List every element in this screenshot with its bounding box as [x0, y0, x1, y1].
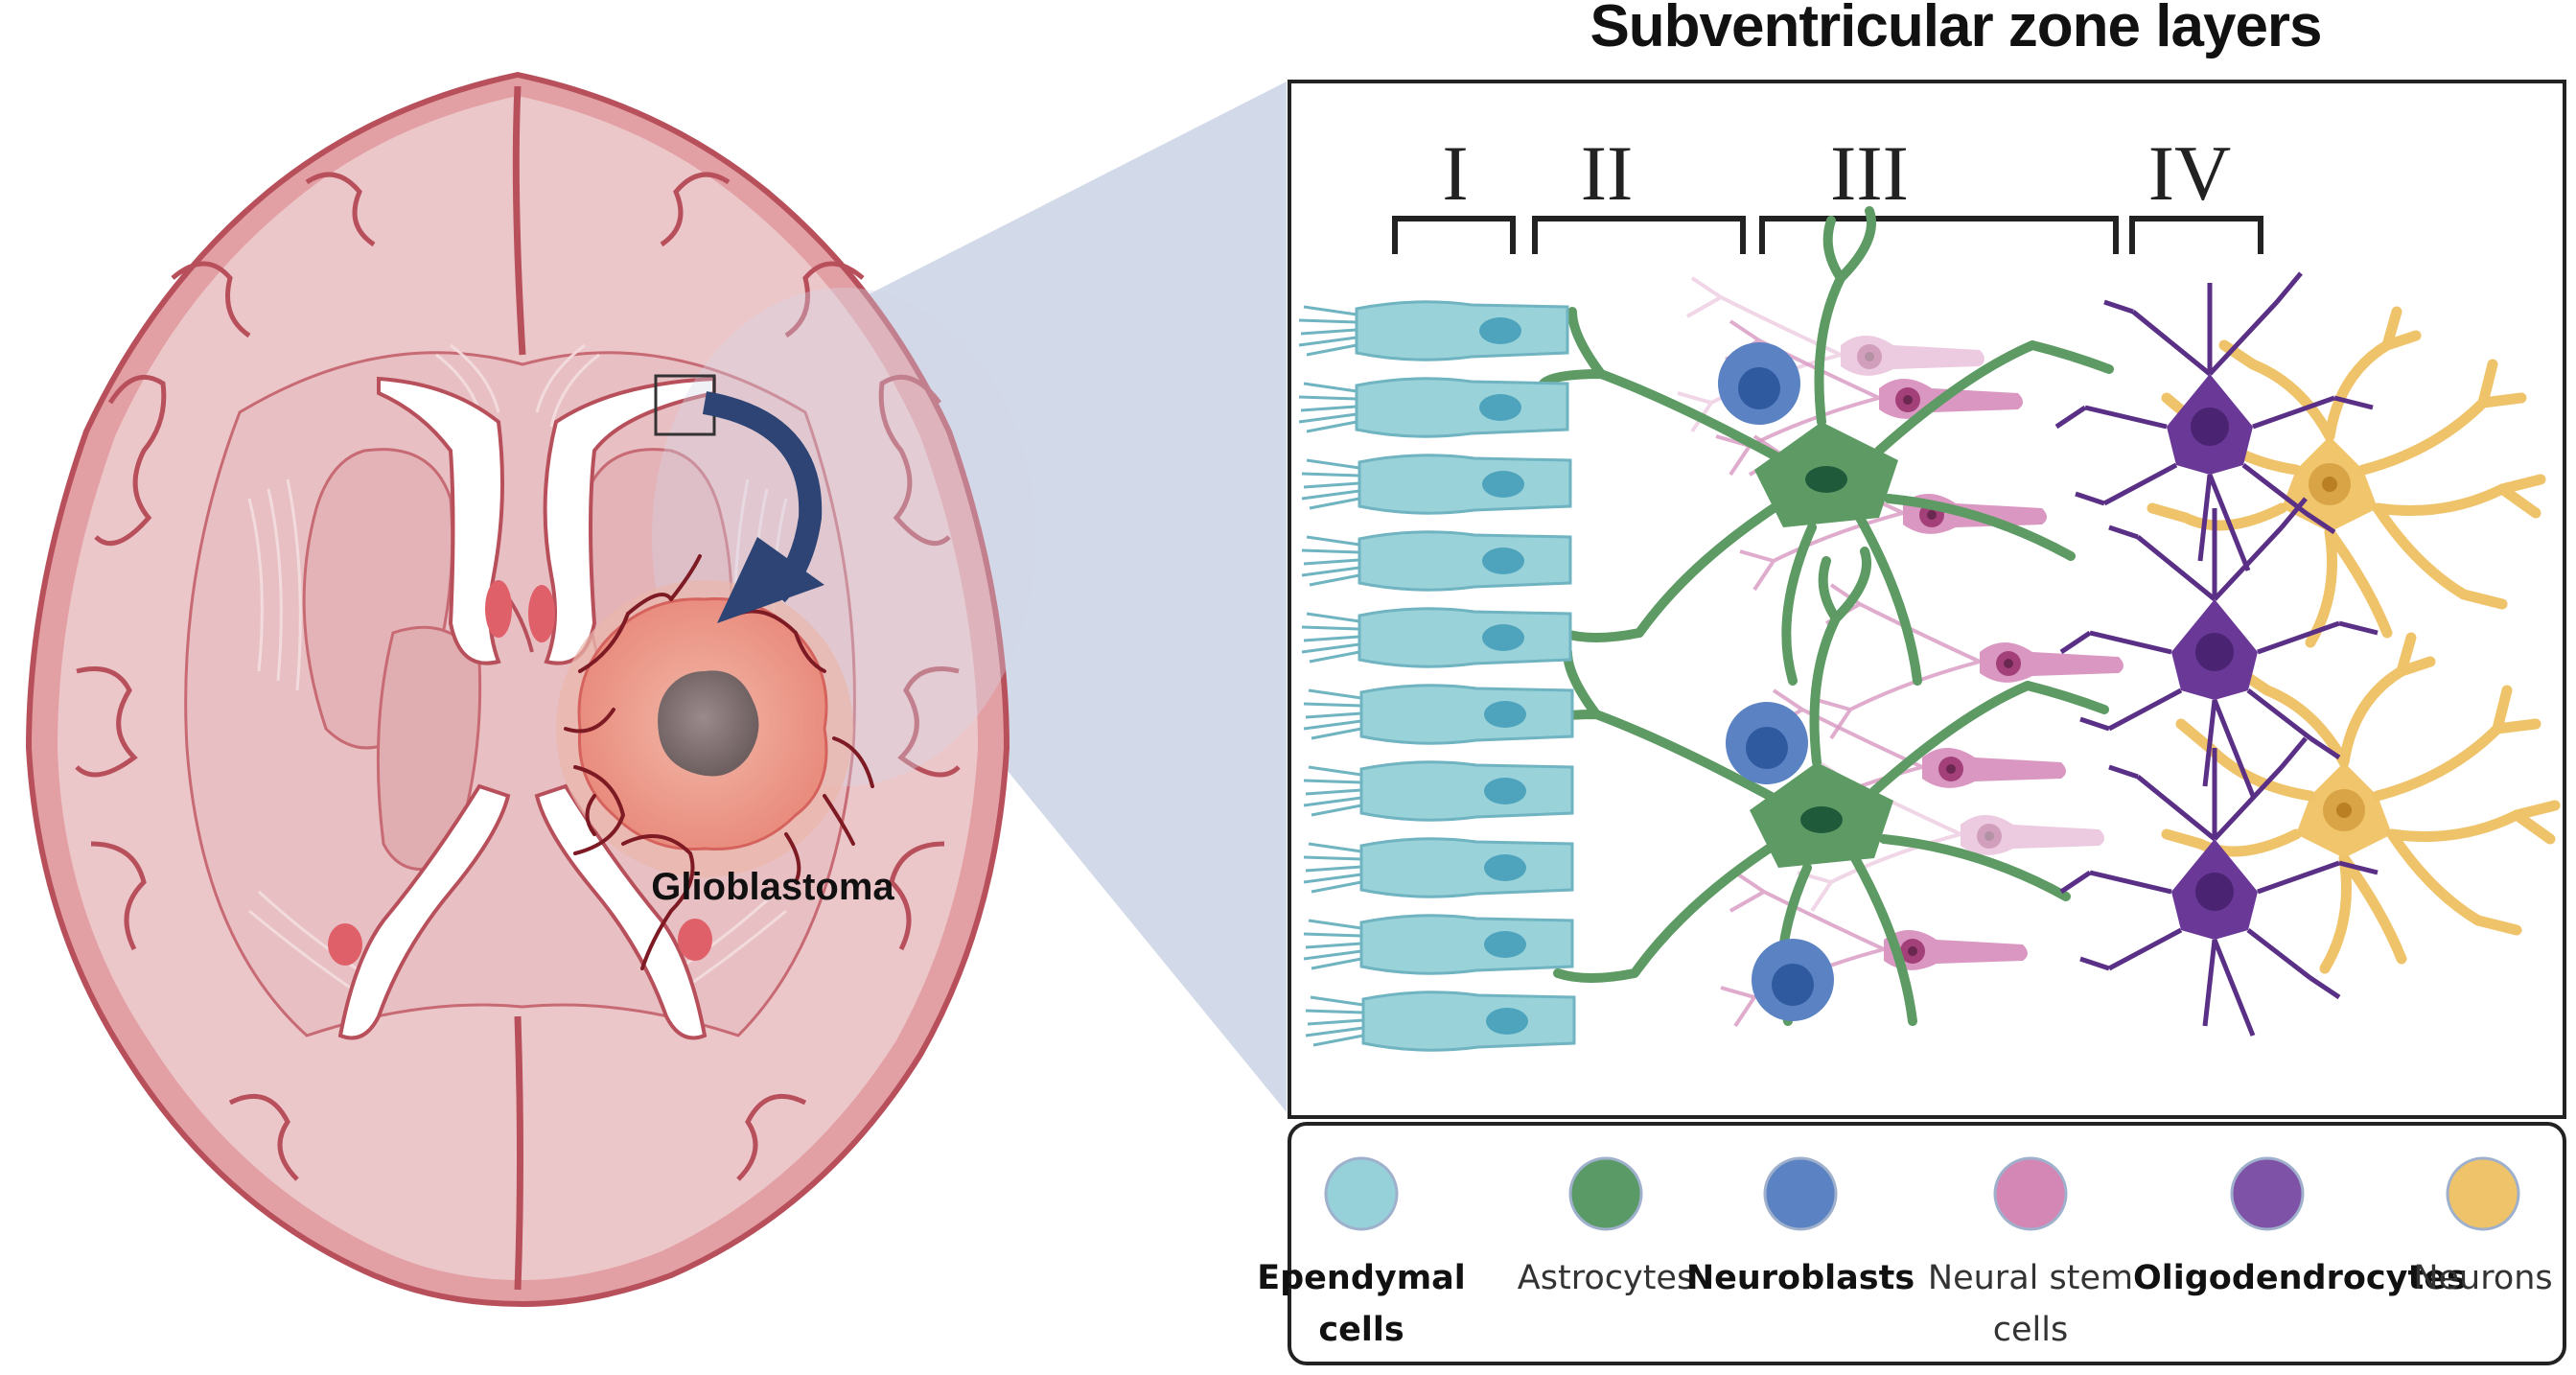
legend-label-1: Ependymal cells — [1227, 1252, 1496, 1356]
legend-label-line1: Ependymal — [1257, 1259, 1466, 1297]
layer-brackets — [1392, 216, 2263, 254]
legend-label-line2: cells — [1318, 1311, 1404, 1349]
legend-swatch-1 — [1324, 1156, 1399, 1231]
legend-label-line1: Neurons — [2413, 1259, 2553, 1297]
legend-swatch-5 — [2230, 1156, 2305, 1231]
neuroblast-cells — [1718, 342, 1834, 1021]
panel-title: Subventricular zone layers — [1590, 0, 2322, 59]
layer-label-3: III — [1830, 129, 1909, 217]
legend-swatches — [1324, 1156, 2520, 1231]
layer-label-2: II — [1581, 129, 1634, 217]
legend-label-3: Neuroblasts — [1666, 1252, 1935, 1304]
legend-swatch-3 — [1763, 1156, 1838, 1231]
tumor-label: Glioblastoma — [651, 866, 894, 908]
legend-label-line1: Neural stem — [1927, 1259, 2134, 1297]
legend-label-4: Neural stem cells — [1896, 1252, 2165, 1356]
layer-label-4: IV — [2148, 129, 2232, 217]
legend-swatch-2 — [1568, 1156, 1643, 1231]
legend-label-6: Neurons — [2349, 1252, 2576, 1304]
glioblastoma-tumor — [556, 554, 874, 970]
legend-swatch-6 — [2446, 1156, 2520, 1231]
brain-illustration — [25, 71, 1010, 1308]
legend-label-2: Astrocytes — [1472, 1252, 1740, 1304]
legend-label-line1: Astrocytes — [1517, 1259, 1695, 1297]
legend-swatch-4 — [1993, 1156, 2068, 1231]
legend-label-line2: cells — [1992, 1311, 2069, 1349]
layer-label-1: I — [1442, 129, 1468, 217]
legend-label-line1: Neuroblasts — [1685, 1259, 1915, 1297]
